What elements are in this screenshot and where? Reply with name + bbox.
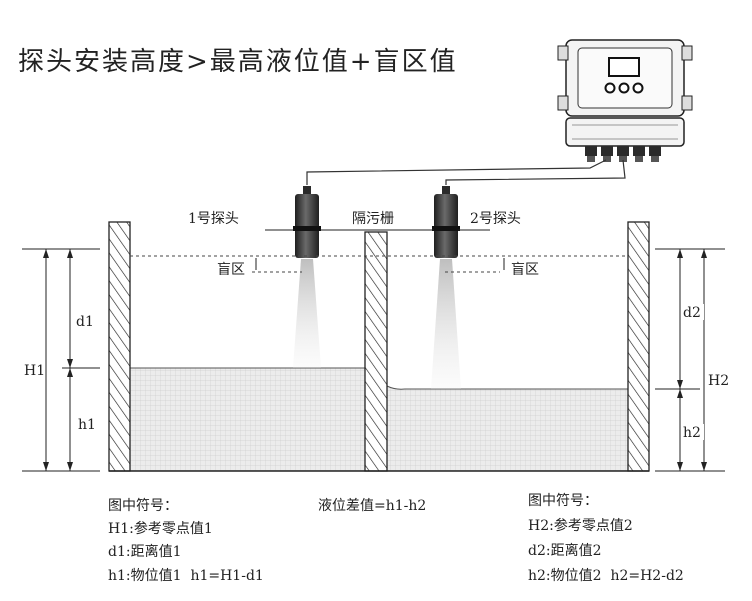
legend-right-line: h2:物位值2 h2=H2-d2 (528, 568, 684, 584)
liquid-tank2 (387, 386, 628, 471)
diagram-title: 探头安装高度>最高液位值+盲区值 (18, 47, 458, 77)
dim-label-h1: h1 (78, 417, 96, 433)
tank-left-wall (108, 221, 131, 472)
legend-left: 图中符号： H1:参考零点值1 d1:距离值1 h1:物位值1 h1=H1-d1 (108, 498, 264, 584)
probe1-label: 1号探头 (188, 211, 239, 227)
cable-probe2 (445, 159, 626, 185)
separator-label: 隔污栅 (352, 211, 394, 227)
separator-wall (364, 231, 388, 472)
controller-button-3 (632, 82, 644, 94)
legend-right-heading: 图中符号： (528, 493, 598, 509)
dim-label-d1: d1 (76, 314, 94, 330)
legend-left-line: h1:物位值1 h1=H1-d1 (108, 568, 264, 584)
legend-left-line: d1:距离值1 (108, 543, 182, 560)
dim-label-h2: h2 (683, 425, 701, 441)
probe-1 (293, 186, 321, 258)
legend-center-formula: 液位差值=h1-h2 (318, 498, 426, 514)
ultrasonic-beam-2 (431, 259, 461, 389)
blind-zone-label-1: 盲区 (217, 261, 245, 278)
dim-label-d2: d2 (683, 305, 701, 321)
legend-right-line: H2:参考零点值2 (528, 517, 633, 534)
controller-button-2 (618, 82, 630, 94)
probe2-label: 2号探头 (470, 211, 521, 227)
dim-label-H2: H2 (708, 373, 729, 389)
blind-zone-label-2: 盲区 (511, 261, 539, 278)
legend-right-line: d2:距离值2 (528, 542, 602, 559)
legend-left-line: H1:参考零点值1 (108, 520, 213, 537)
cable-probe1 (306, 159, 607, 185)
liquid-tank1 (130, 368, 365, 471)
ultrasonic-beam-1 (293, 259, 321, 368)
probe-2 (432, 186, 460, 258)
controller-display (608, 57, 640, 77)
tank-right-wall (627, 221, 650, 472)
transmitter-controller (557, 39, 693, 162)
legend-right: 图中符号： H2:参考零点值2 d2:距离值2 h2:物位值2 h2=H2-d2 (528, 493, 684, 584)
legend-left-heading: 图中符号： (108, 498, 178, 514)
controller-button-1 (604, 82, 616, 94)
dim-label-H1: H1 (24, 363, 45, 379)
